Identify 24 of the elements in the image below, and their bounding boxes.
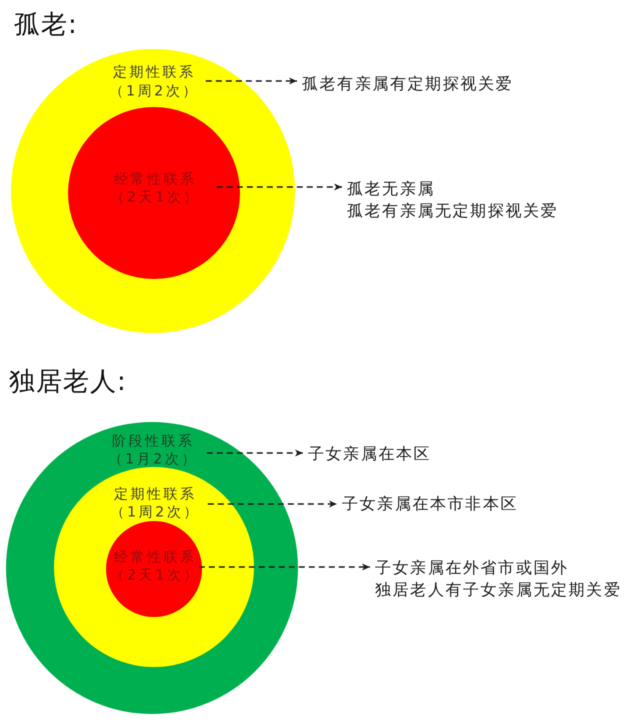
dashed-arrow xyxy=(206,450,303,456)
description-text: 孤老有亲属无定期探视关爱 xyxy=(347,200,558,222)
zone-title: 定期性联系 xyxy=(112,486,197,504)
section-title: 独居老人: xyxy=(9,367,127,397)
frequency-label: （1月2次） xyxy=(108,452,198,468)
zone-title: 定期性联系 xyxy=(112,64,196,82)
description-text: 子女亲属在本区 xyxy=(308,443,432,465)
description-text: 子女亲属在本市非本区 xyxy=(342,493,518,515)
description-text: 独居老人有子女亲属无定期关爱 xyxy=(375,579,622,601)
dashed-arrow xyxy=(208,500,337,508)
zone-title: 阶段性联系 xyxy=(110,434,195,450)
frequency-label: （2天1次） xyxy=(110,190,200,206)
zone-title: 经常性联系 xyxy=(112,172,197,188)
dashed-arrow xyxy=(206,78,297,84)
description-text: 孤老有亲属有定期探视关爱 xyxy=(302,73,514,95)
frequency-label: （2天1次） xyxy=(110,568,200,584)
description-text: 孤老无亲属 xyxy=(347,178,435,200)
frequency-label: （1周2次） xyxy=(110,504,200,522)
zone-title: 经常性联系 xyxy=(112,550,197,566)
frequency-label: （1周2次） xyxy=(108,84,199,100)
dashed-arrow xyxy=(216,184,342,190)
dashed-arrow xyxy=(198,564,370,570)
description-text: 子女亲属在外省市或国外 xyxy=(375,557,569,579)
section-title: 孤老: xyxy=(14,10,78,40)
